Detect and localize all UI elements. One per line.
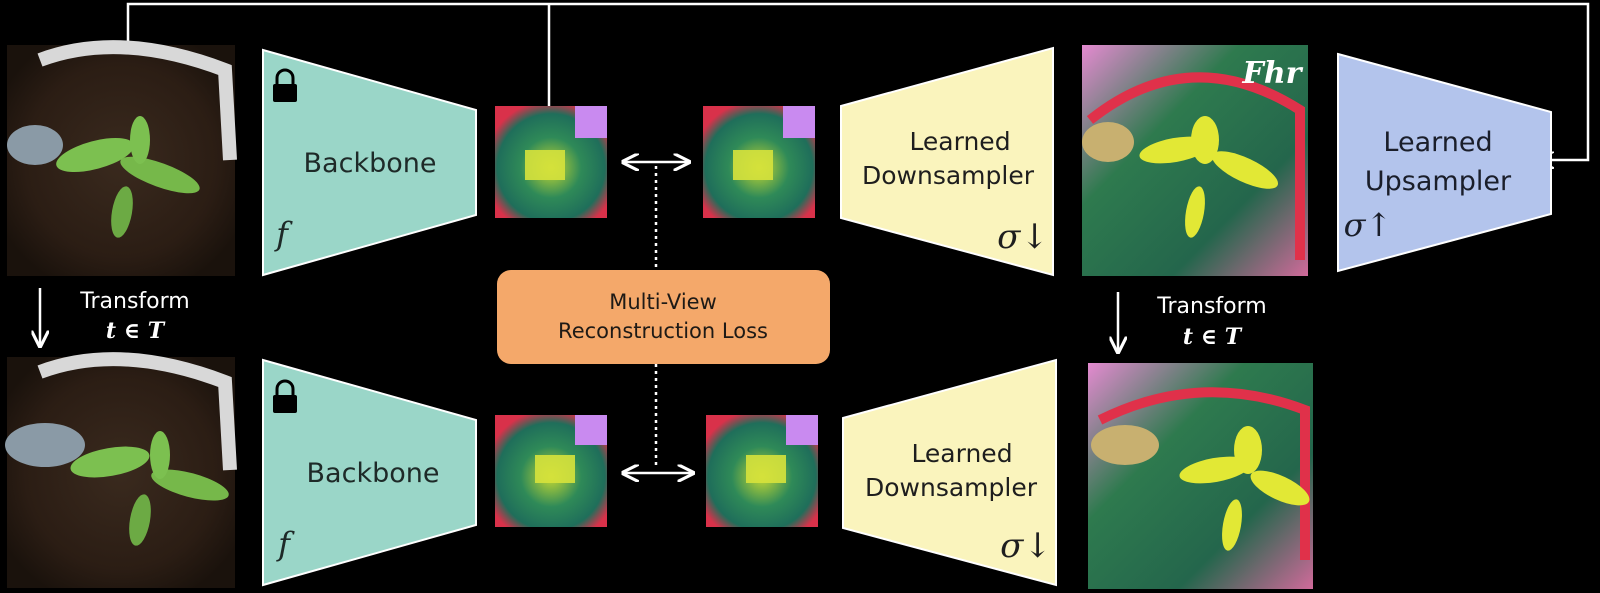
upsampler-symbol: σ↑ xyxy=(1344,206,1393,244)
hr-feature-map-bottom xyxy=(1088,363,1313,589)
feature-map-top-2 xyxy=(703,106,815,218)
backbone-bottom-label: Backbone xyxy=(307,458,440,489)
lock-icon xyxy=(273,68,297,102)
input-photo-top xyxy=(7,40,237,276)
downsampler-bottom-label-line1: Learned xyxy=(911,439,1012,468)
feature-map-bottom-1 xyxy=(495,415,607,527)
downsampler-top-label-line1: Learned xyxy=(909,127,1010,156)
feature-map-top-1 xyxy=(495,106,607,218)
downsampler-bottom-label-line2: Downsampler xyxy=(865,473,1038,502)
backbone-top xyxy=(262,48,477,277)
downsampler-bottom-symbol: σ↓ xyxy=(1000,526,1052,566)
feedback-connector xyxy=(126,2,1590,160)
upsampler-label-line2: Upsampler xyxy=(1365,166,1512,197)
feature-map-bottom-2 xyxy=(706,415,818,527)
transform-right-set: t ∈ T xyxy=(1183,324,1243,350)
lock-icon xyxy=(273,379,297,413)
upsampler-label-line1: Learned xyxy=(1383,127,1492,158)
transform-right-label: Transform xyxy=(1156,294,1266,319)
hr-feature-label: Fhr xyxy=(1242,56,1304,91)
transform-left-set: t ∈ T xyxy=(106,318,166,344)
downsampler-top xyxy=(840,46,1054,277)
input-photo-bottom xyxy=(5,352,237,588)
hr-feature-map-top xyxy=(1082,45,1308,276)
reconstruction-loss-box xyxy=(497,270,830,364)
downsampler-bottom xyxy=(842,358,1057,587)
loss-label-line1: Multi-View xyxy=(609,290,717,314)
transform-left-label: Transform xyxy=(79,289,189,314)
backbone-top-label: Backbone xyxy=(304,148,437,179)
backbone-bottom xyxy=(262,358,477,587)
loss-label-line2: Reconstruction Loss xyxy=(558,319,768,343)
upsampler xyxy=(1337,52,1552,273)
downsampler-top-symbol: σ↓ xyxy=(997,217,1049,257)
downsampler-top-label-line2: Downsampler xyxy=(862,161,1035,190)
